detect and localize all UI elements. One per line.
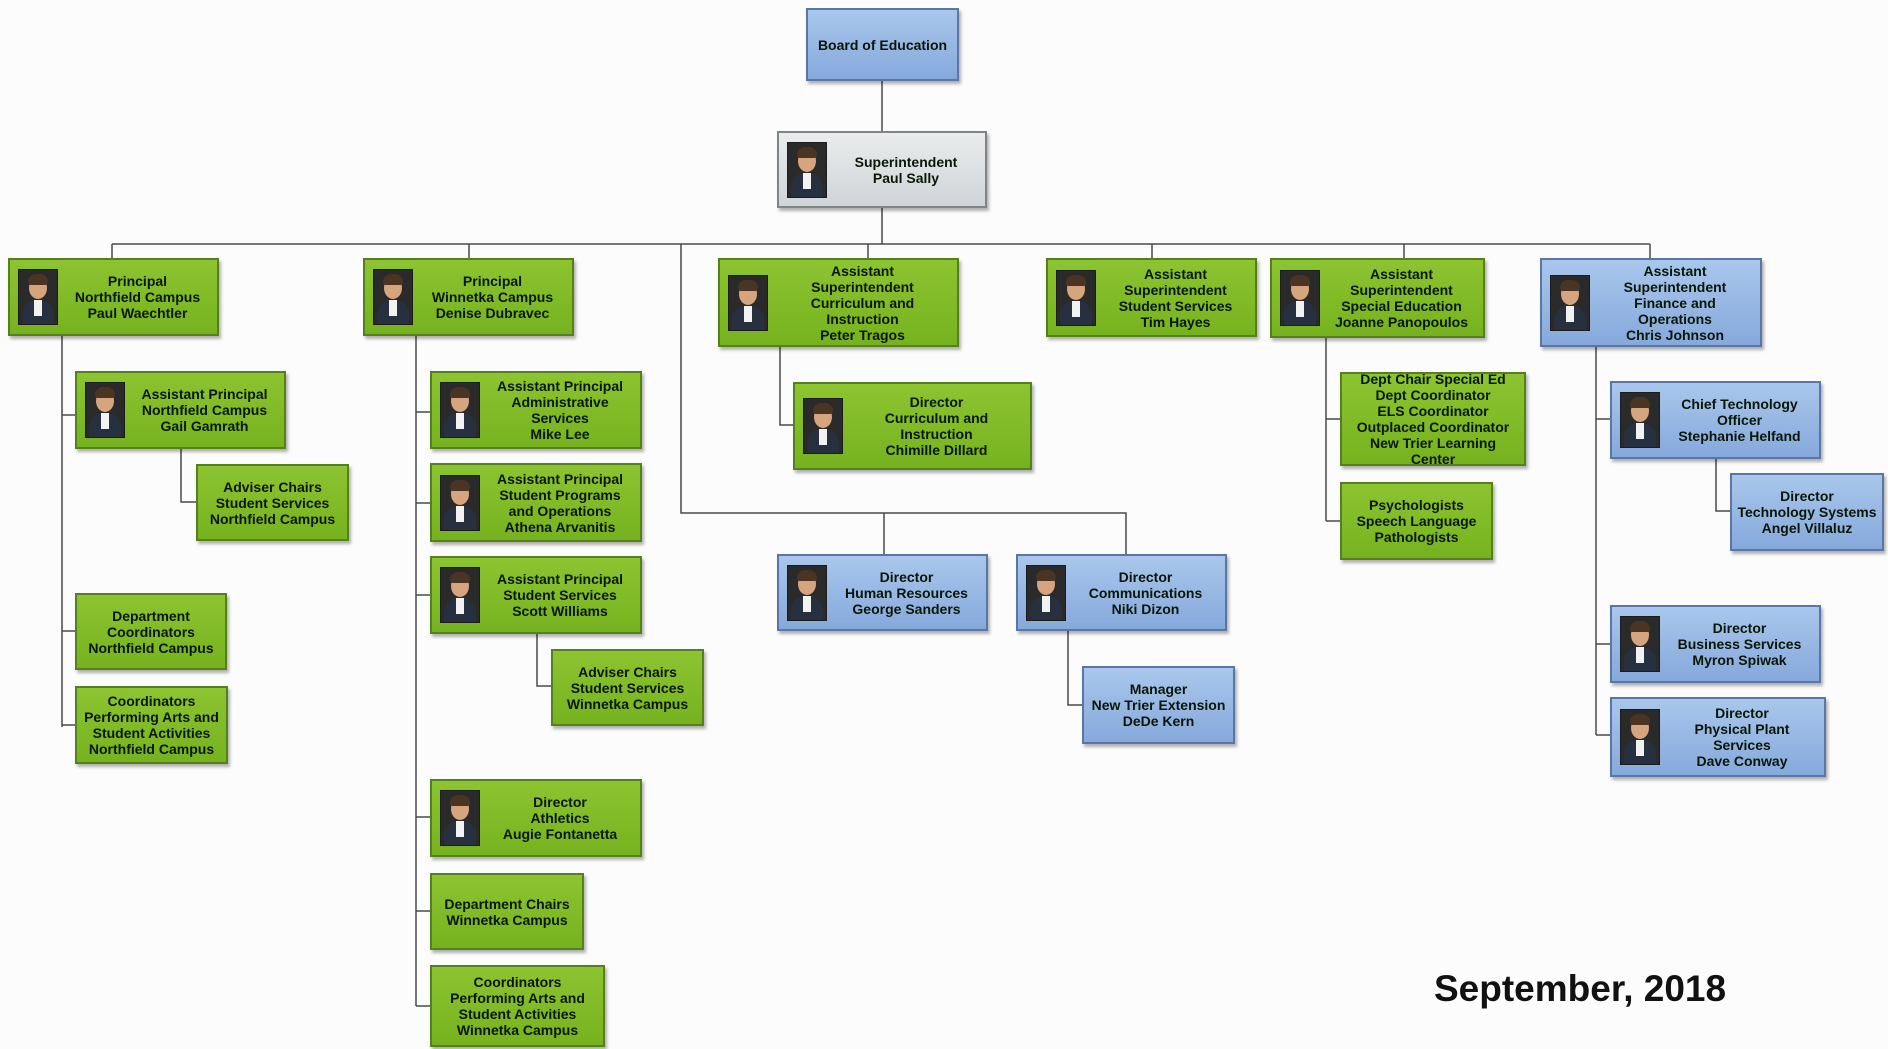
director-hr-box: Director Human Resources George Sanders [777,554,988,631]
director-athletics-box: Director Athletics Augie Fontanetta [430,779,642,857]
photo-icon [1620,616,1660,672]
ap-admin-services-box: Assistant Principal Administrative Servi… [430,371,642,449]
dept-chairs-winnetka-box: Department Chairs Winnetka Campus [430,873,584,950]
director-curriculum-box: Director Curriculum and Instruction Chim… [793,382,1032,470]
ap-student-services-winnetka-box: Assistant Principal Student Services Sco… [430,556,642,634]
asst-supt-curriculum-label: Assistant Superintendent Curriculum and … [810,262,915,343]
asst-supt-special-ed-box: Assistant Superintendent Special Educati… [1270,258,1485,338]
adviser-chairs-northfield-box: Adviser Chairs Student Services Northfie… [196,464,349,541]
principal-winnetka-label: Principal Winnetka Campus Denise Dubrave… [431,273,554,321]
coordinators-arts-winnetka-box: Coordinators Performing Arts and Student… [430,965,605,1047]
asst-supt-student-services-box: Assistant Superintendent Student Service… [1046,258,1257,337]
director-tech-label: Director Technology Systems Angel Villal… [1737,488,1877,536]
director-physical-plant-label: Director Physical Plant Services Dave Co… [1694,705,1790,769]
director-physical-plant-box: Director Physical Plant Services Dave Co… [1610,697,1826,777]
asst-supt-student-services-label: Assistant Superintendent Student Service… [1118,265,1233,330]
photo-icon [1056,269,1096,326]
coordinators-arts-northfield-label: Coordinators Performing Arts and Student… [84,693,219,757]
photo-icon [1026,564,1066,621]
ap-student-programs-box: Assistant Principal Student Programs and… [430,463,642,542]
coordinators-arts-northfield-box: Coordinators Performing Arts and Student… [75,686,228,764]
connector-comm-extension [1067,631,1083,706]
coordinators-arts-winnetka-label: Coordinators Performing Arts and Student… [450,974,585,1038]
photo-icon [787,564,827,621]
photo-icon [803,398,843,454]
photo-icon [85,382,125,438]
photo-icon [1550,274,1590,331]
board-label: Board of Education [817,36,948,53]
adviser-chairs-winnetka-label: Adviser Chairs Student Services Winnetka… [566,663,689,712]
asst-supt-finance-label: Assistant Superintendent Finance and Ope… [1623,262,1727,343]
connector-williams-adviser [536,633,552,687]
special-ed-coordinators-box: Dept Chair Special Ed Dept Coordinator E… [1340,371,1526,467]
cto-label: Chief Technology Officer Stephanie Helfa… [1678,396,1801,444]
photo-icon [1280,270,1320,326]
adviser-chairs-northfield-label: Adviser Chairs Student Services Northfie… [209,478,336,527]
chart-date: September, 2018 [1434,968,1727,1009]
superintendent-box: Superintendent Paul Sally [777,131,987,208]
asst-supt-special-ed-label: Assistant Superintendent Special Educati… [1334,266,1468,330]
special-ed-coordinators-label: Dept Chair Special Ed Dept Coordinator E… [1356,371,1510,467]
photo-icon [1620,709,1660,765]
psychologists-label: Psychologists Speech Language Pathologis… [1356,497,1477,545]
ap-student-services-winnetka-label: Assistant Principal Student Services Sco… [496,571,624,619]
ap-northfield-box: Assistant Principal Northfield Campus Ga… [75,371,286,449]
photo-icon [787,141,827,198]
principal-northfield-box: Principal Northfield Campus Paul Waechtl… [8,258,219,336]
photo-icon [373,269,413,325]
board-of-education-box: Board of Education [806,8,959,81]
asst-supt-finance-box: Assistant Superintendent Finance and Ope… [1540,258,1762,347]
director-curriculum-label: Director Curriculum and Instruction Chim… [884,394,989,458]
connector-cto-tech [1715,458,1731,512]
ap-admin-services-label: Assistant Principal Administrative Servi… [496,378,624,442]
photo-icon [440,790,480,846]
connector-curriculum-director [779,347,794,426]
adviser-chairs-winnetka-box: Adviser Chairs Student Services Winnetka… [551,649,704,726]
director-business-box: Director Business Services Myron Spiwak [1610,605,1821,683]
principal-northfield-label: Principal Northfield Campus Paul Waechtl… [74,273,201,321]
dept-chairs-winnetka-label: Department Chairs Winnetka Campus [444,895,570,928]
director-communications-box: Director Communications Niki Dizon [1016,554,1227,631]
photo-icon [728,274,768,331]
director-hr-label: Director Human Resources George Sanders [845,568,968,617]
photo-icon [440,474,480,531]
ap-student-programs-label: Assistant Principal Student Programs and… [496,470,624,535]
director-business-label: Director Business Services Myron Spiwak [1677,620,1802,668]
manager-extension-label: Manager New Trier Extension DeDe Kern [1091,681,1226,729]
asst-supt-curriculum-box: Assistant Superintendent Curriculum and … [718,258,959,347]
photo-icon [440,382,480,438]
director-athletics-label: Director Athletics Augie Fontanetta [502,794,618,842]
director-tech-box: Director Technology Systems Angel Villal… [1730,473,1884,551]
director-communications-label: Director Communications Niki Dizon [1088,568,1203,617]
dept-coordinators-northfield-label: Department Coordinators Northfield Campu… [88,607,214,656]
manager-extension-box: Manager New Trier Extension DeDe Kern [1082,666,1235,744]
ap-northfield-label: Assistant Principal Northfield Campus Ga… [141,386,268,434]
connector-gamrath-adviser [180,448,197,503]
superintendent-label: Superintendent Paul Sally [854,153,958,186]
psychologists-box: Psychologists Speech Language Pathologis… [1340,482,1493,560]
connector-hr-comm-branch [680,244,1127,555]
photo-icon [1620,392,1660,448]
dept-coordinators-northfield-box: Department Coordinators Northfield Campu… [75,593,227,670]
cto-box: Chief Technology Officer Stephanie Helfa… [1610,381,1821,459]
photo-icon [440,567,480,623]
principal-winnetka-box: Principal Winnetka Campus Denise Dubrave… [363,258,574,336]
photo-icon [18,269,58,325]
